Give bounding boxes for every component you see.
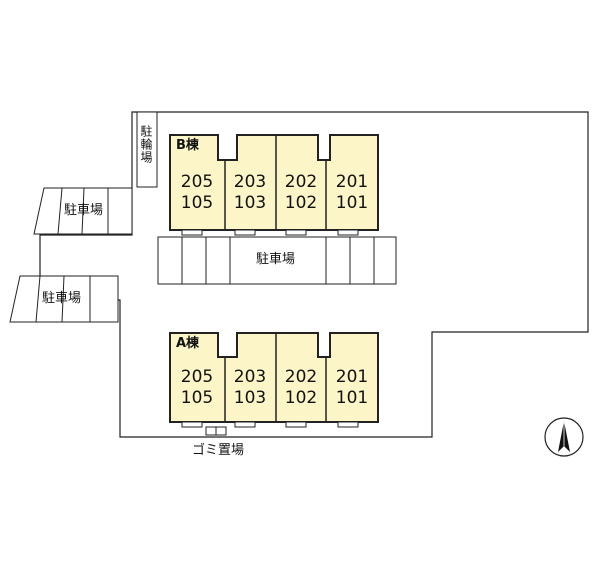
parking-left-upper-label: 駐車場: [64, 203, 104, 218]
unit-b4-upper: 201: [335, 172, 369, 192]
unit-a3-upper: 202: [284, 367, 318, 387]
parking-lot-left-lower: [9, 275, 119, 323]
unit-b1-upper: 205: [180, 172, 214, 192]
unit-a3-lower: 102: [284, 388, 318, 408]
unit-b4-lower: 101: [335, 193, 369, 213]
bicycle-parking-label: 駐輪場: [139, 125, 153, 164]
parking-left-lower-label: 駐車場: [42, 291, 82, 306]
garbage-label: ゴミ置場: [192, 443, 245, 458]
site-boundary: [39, 111, 589, 438]
garbage-area: [205, 426, 227, 436]
unit-b2-lower: 103: [233, 193, 267, 213]
unit-b3-lower: 102: [284, 193, 318, 213]
unit-a4-upper: 201: [335, 367, 369, 387]
building-b-name: B棟: [176, 138, 199, 153]
unit-b1-lower: 105: [180, 193, 214, 213]
unit-b2-upper: 203: [233, 172, 267, 192]
unit-a1-lower: 105: [180, 388, 214, 408]
building-b: [169, 134, 379, 236]
unit-a2-upper: 203: [233, 367, 267, 387]
parking-lot-left-upper: [33, 187, 133, 235]
unit-a1-upper: 205: [180, 367, 214, 387]
bicycle-parking-area: [136, 111, 158, 188]
building-a: [169, 332, 379, 428]
unit-a4-lower: 101: [335, 388, 369, 408]
unit-b3-upper: 202: [284, 172, 318, 192]
building-a-name: A棟: [176, 336, 200, 351]
north-arrow-icon: [544, 417, 584, 457]
unit-a2-lower: 103: [233, 388, 267, 408]
parking-center-label: 駐車場: [254, 252, 298, 267]
